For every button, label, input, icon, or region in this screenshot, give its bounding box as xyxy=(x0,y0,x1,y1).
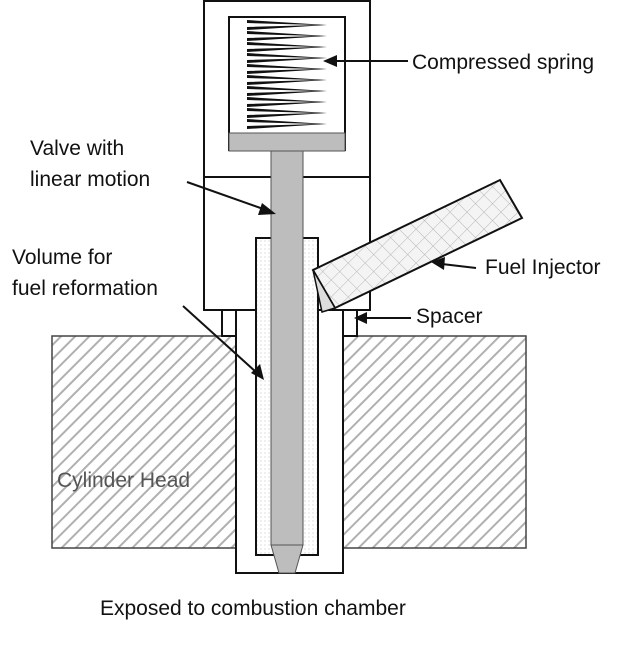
spring-coil xyxy=(247,20,327,30)
spring-coil xyxy=(247,31,327,41)
fuel-injector-nozzle xyxy=(312,269,337,313)
caption: Exposed to combustion chamber xyxy=(100,597,406,620)
cylinder-head xyxy=(51,335,527,549)
fuel-injector-label: Fuel Injector xyxy=(485,256,601,279)
spacers xyxy=(221,309,358,337)
cylinder-head-right-block xyxy=(342,335,527,549)
valve-arrowhead xyxy=(258,203,276,215)
fuel-injector xyxy=(311,178,524,313)
valve-tip xyxy=(270,544,304,574)
spring-coil xyxy=(247,53,327,63)
spacer-label: Spacer xyxy=(416,305,483,328)
volume-label-line1: Volume for xyxy=(12,246,112,269)
spacer-left xyxy=(221,309,237,337)
injector-arrowhead xyxy=(431,257,445,270)
cylinder-head-left-block xyxy=(51,335,237,549)
leader-lines xyxy=(182,55,477,380)
valve-label-line2: linear motion xyxy=(30,168,150,191)
volume-label-line2: fuel reformation xyxy=(12,277,158,300)
spring-retainer xyxy=(228,132,346,152)
valve xyxy=(228,132,346,574)
spring-coil xyxy=(247,86,327,96)
spring-coil xyxy=(247,108,327,118)
spring-coil xyxy=(247,75,327,85)
spring-coil xyxy=(247,64,327,74)
spring-coil xyxy=(247,97,327,107)
valve-stem xyxy=(270,132,304,546)
valve-label-line1: Valve with xyxy=(30,137,124,160)
spring-coil xyxy=(247,119,327,129)
compressed-spring xyxy=(247,20,327,129)
spacer-right xyxy=(342,309,358,337)
injector-leader-line xyxy=(441,263,477,269)
spacer-arrowhead xyxy=(354,312,367,324)
compressed-spring-label: Compressed spring xyxy=(412,51,594,74)
cylinder-head-label: Cylinder Head xyxy=(57,469,190,492)
volume-arrowhead xyxy=(251,364,264,380)
spring-arrowhead xyxy=(323,55,337,67)
volume-leader-line xyxy=(182,305,257,373)
valve-leader-line xyxy=(186,181,267,211)
spring-coil xyxy=(247,42,327,52)
